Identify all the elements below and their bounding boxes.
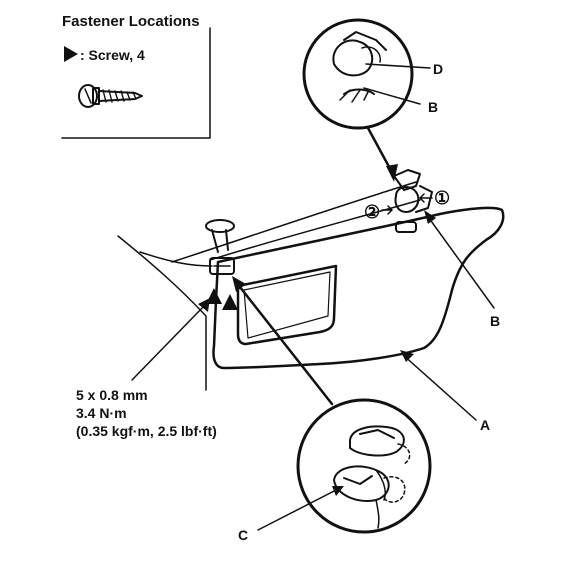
step-one-label: ① [434,188,450,208]
spec-torque-alt: (0.35 kgf·m, 2.5 lbf·ft) [76,423,217,439]
callout-a: A [480,417,490,433]
pointer-top-arrowhead [386,164,398,182]
roof-line-inner [139,251,213,267]
pointer-bottom-to-bracket [234,280,334,406]
callout-line-b-right [425,213,495,309]
callout-c-arrowhead [332,486,344,496]
detail-circle-bottom [296,398,432,534]
callout-a-arrowhead [400,350,414,362]
headliner-edge-2 [209,199,421,261]
pointer-bottom-arrowhead [232,276,246,292]
spec-leader-line [131,303,207,381]
pillar-hook [205,219,235,253]
step-two-label: ② [364,202,380,222]
diagram-title: Fastener Locations [62,13,200,30]
visor-clip-assembly [393,169,433,233]
visor-mirror [236,264,338,346]
spec-torque: 3.4 N·m [76,405,127,421]
screw-marker-icon [64,46,78,62]
callout-line-c [257,487,341,531]
screw-marker-left [206,288,222,304]
step-two-arrow [381,205,393,215]
callout-b-right: B [490,313,500,329]
callout-line-b-top [363,87,421,105]
screw-icon [78,84,143,108]
step-one-arrow [419,193,433,203]
callout-d: D [433,61,443,77]
callout-line-d [365,63,431,69]
headliner-edge [171,181,417,263]
callout-c: C [238,527,248,543]
spec-size: 5 x 0.8 mm [76,387,148,403]
detail-bottom-parts [333,425,411,529]
roof-line-outer [117,235,207,391]
screw-legend-label: : Screw, 4 [80,47,145,63]
visor-pivot-bracket [209,257,235,275]
spec-leader-arrowhead [198,298,210,312]
callout-b-top: B [428,99,438,115]
sun-visor-body [212,206,505,370]
screw-marker-right [222,294,238,310]
legend-frame [61,27,211,139]
detail-circle-top [302,18,414,130]
detail-top-clip [332,31,387,103]
callout-line-a [401,353,477,421]
callout-b-right-arrowhead [424,210,436,224]
visor-mirror-inner [243,271,331,339]
